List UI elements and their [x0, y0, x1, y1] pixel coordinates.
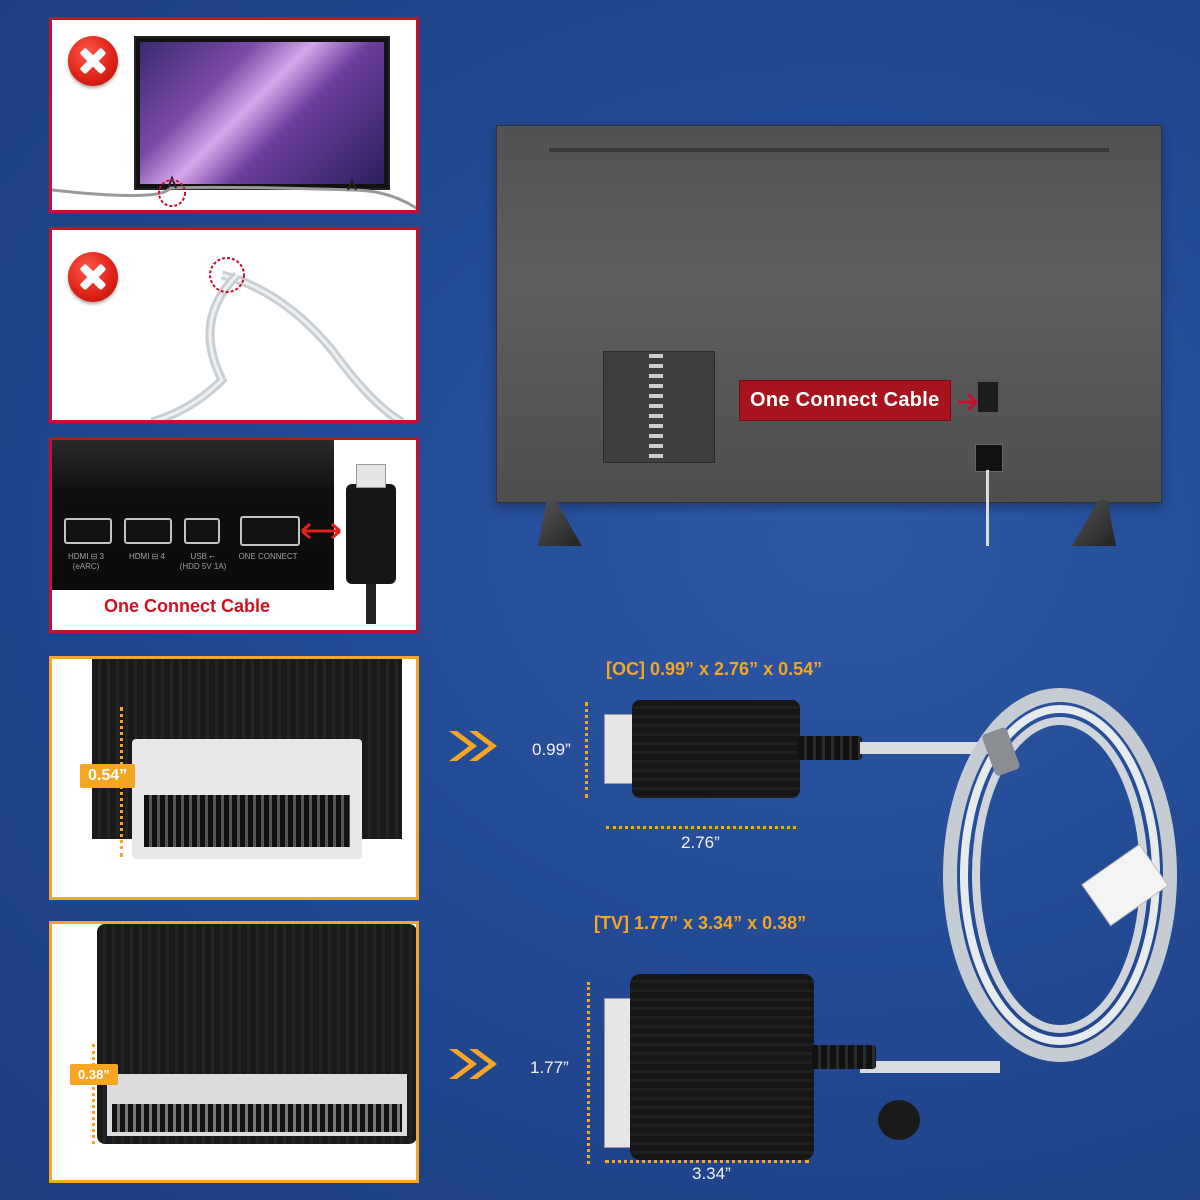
coiled-cable	[860, 688, 1177, 1073]
oc-end-tip	[604, 714, 636, 784]
usb-port	[184, 518, 220, 544]
hdmi-4-label: HDMI ⊟ 4	[128, 552, 166, 561]
tv-end-strain-relief	[812, 1045, 876, 1069]
one-connect-port-label: ONE CONNECT	[238, 552, 298, 561]
oc-end-body	[632, 700, 800, 798]
oc-plug-cable	[366, 584, 376, 624]
cable-under-tension	[52, 175, 416, 210]
tv-screen-wallpaper	[140, 42, 384, 184]
panel-cable-bend	[49, 227, 419, 423]
double-arrow-icon	[301, 522, 341, 540]
arrow-right-icon	[449, 731, 497, 761]
oc-height-label: 0.99”	[532, 740, 571, 759]
oc-thickness-badge: 0.54”	[80, 764, 136, 788]
panel-one-connect-box: HDMI ⊟ 3 (eARC) HDMI ⊟ 4 USB ⭠ (HDD 5V 1…	[49, 437, 419, 633]
one-connect-caption: One Connect Cable	[104, 596, 271, 616]
oc-connector-pins	[144, 795, 350, 847]
tv-stand-right	[1072, 500, 1116, 546]
cable-tie	[878, 1100, 920, 1140]
one-connect-box	[52, 440, 334, 590]
callout-arrow-icon	[958, 392, 978, 412]
hdmi-3-port	[64, 518, 112, 544]
one-connect-wire	[986, 470, 989, 546]
tv-stand-left	[538, 500, 582, 546]
oc-height-dimension	[585, 702, 588, 798]
oc-end-title: [OC] 0.99” x 2.76” x 0.54”	[606, 659, 823, 679]
tv-connector-pins	[112, 1104, 402, 1132]
oc-width-dimension	[606, 826, 796, 829]
panel-tv-connector-closeup: 0.38”	[49, 921, 419, 1183]
tv-end-body	[630, 974, 814, 1160]
oc-end-strain-relief	[798, 736, 862, 760]
arrow-right-icon	[449, 1049, 497, 1079]
bent-cable	[150, 257, 405, 420]
hdmi-3-label: HDMI ⊟ 3 (eARC)	[67, 552, 105, 571]
usb-label: USB ⭠ (HDD 5V 1A)	[179, 552, 227, 571]
tv-back-vent	[549, 148, 1109, 152]
close-icon	[68, 252, 118, 302]
one-connect-port	[240, 516, 300, 546]
oc-plug-tip	[356, 464, 386, 488]
tv-back	[496, 125, 1162, 546]
tv-end-tip	[604, 998, 634, 1148]
hdmi-4-port	[124, 518, 172, 544]
tv-thickness-badge: 0.38”	[70, 1064, 118, 1085]
tv-thickness-dimension	[92, 1044, 95, 1144]
one-connect-plug	[975, 444, 1003, 472]
oc-plug	[346, 484, 396, 584]
panel-tv-cable-tension	[49, 17, 419, 213]
tv-height-label: 1.77”	[530, 1058, 569, 1077]
tv-screen	[134, 36, 390, 190]
tv-width-dimension	[605, 1160, 809, 1163]
tv-back-callout: One Connect Cable	[739, 380, 951, 421]
close-icon	[68, 36, 118, 86]
tv-end-title: [TV] 1.77” x 3.34” x 0.38”	[594, 913, 807, 933]
oc-width-label: 2.76”	[681, 833, 720, 852]
tv-back-terminal-slot	[649, 354, 663, 458]
one-connect-jack	[977, 381, 999, 413]
tv-height-dimension	[587, 982, 590, 1164]
tv-width-label: 3.34”	[692, 1164, 731, 1183]
panel-oc-connector-closeup: 0.54”	[49, 656, 419, 900]
